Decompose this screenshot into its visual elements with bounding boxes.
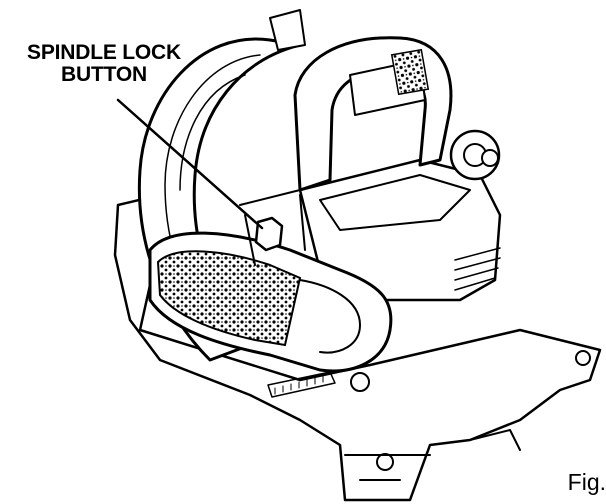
- spindle-lock-button: [256, 218, 282, 250]
- callout-line-1: SPINDLE LOCK: [6, 42, 202, 64]
- callout-spindle-lock-button: SPINDLE LOCK BUTTON: [6, 42, 202, 86]
- callout-line-2: BUTTON: [6, 64, 202, 86]
- figure-label: Fig.: [568, 469, 606, 496]
